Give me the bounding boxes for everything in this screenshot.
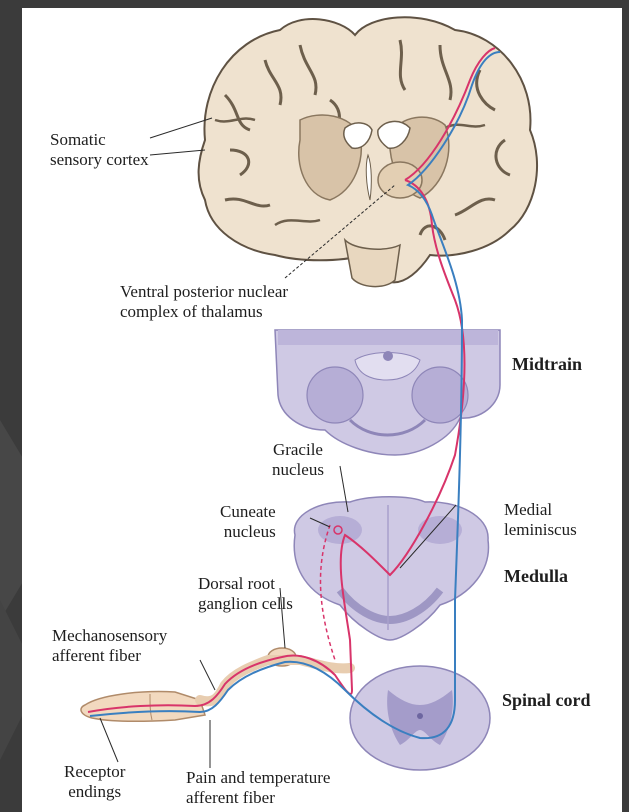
label-line: endings xyxy=(64,782,125,802)
label-line: Cuneate xyxy=(220,502,276,522)
label-spinal-cord: Spinal cord xyxy=(502,690,591,710)
label-dorsal-root-ganglion-cells: Dorsal root ganglion cells xyxy=(198,574,293,614)
label-line: Medial xyxy=(504,500,577,520)
label-line: Dorsal root xyxy=(198,574,293,594)
label-line: Somatic xyxy=(50,130,149,150)
label-mechanosensory-afferent-fiber: Mechanosensory afferent fiber xyxy=(52,626,167,666)
peripheral-nerve xyxy=(200,660,350,701)
label-line: leminiscus xyxy=(504,520,577,540)
label-pain-temperature-afferent-fiber: Pain and temperature afferent fiber xyxy=(186,768,330,808)
label-line: afferent fiber xyxy=(52,646,167,666)
midbrain-section xyxy=(275,330,500,455)
label-line: afferent fiber xyxy=(186,788,330,808)
label-line: sensory cortex xyxy=(50,150,149,170)
label-line: nucleus xyxy=(220,522,276,542)
label-line: nucleus xyxy=(272,460,324,480)
label-midbrain: Midtrain xyxy=(512,354,582,374)
label-line: ganglion cells xyxy=(198,594,293,614)
brain-outline xyxy=(199,17,537,282)
label-cuneate-nucleus: Cuneate nucleus xyxy=(220,502,276,542)
spinal-cord-section xyxy=(350,666,490,770)
label-medulla: Medulla xyxy=(504,566,568,586)
label-receptor-endings: Receptor endings xyxy=(64,762,125,802)
label-gracile-nucleus: Gracile nucleus xyxy=(272,440,324,480)
label-somatic-sensory-cortex: Somatic sensory cortex xyxy=(50,130,149,170)
label-line: Mechanosensory xyxy=(52,626,167,646)
label-line: Pain and temperature xyxy=(186,768,330,788)
label-line: Ventral posterior nuclear xyxy=(120,282,288,302)
label-line: Receptor xyxy=(64,762,125,782)
label-medial-lemniscus: Medial leminiscus xyxy=(504,500,577,540)
label-line: complex of thalamus xyxy=(120,302,288,322)
label-line: Gracile xyxy=(272,440,324,460)
label-ventral-posterior-nuclear-complex: Ventral posterior nuclear complex of tha… xyxy=(120,282,288,322)
